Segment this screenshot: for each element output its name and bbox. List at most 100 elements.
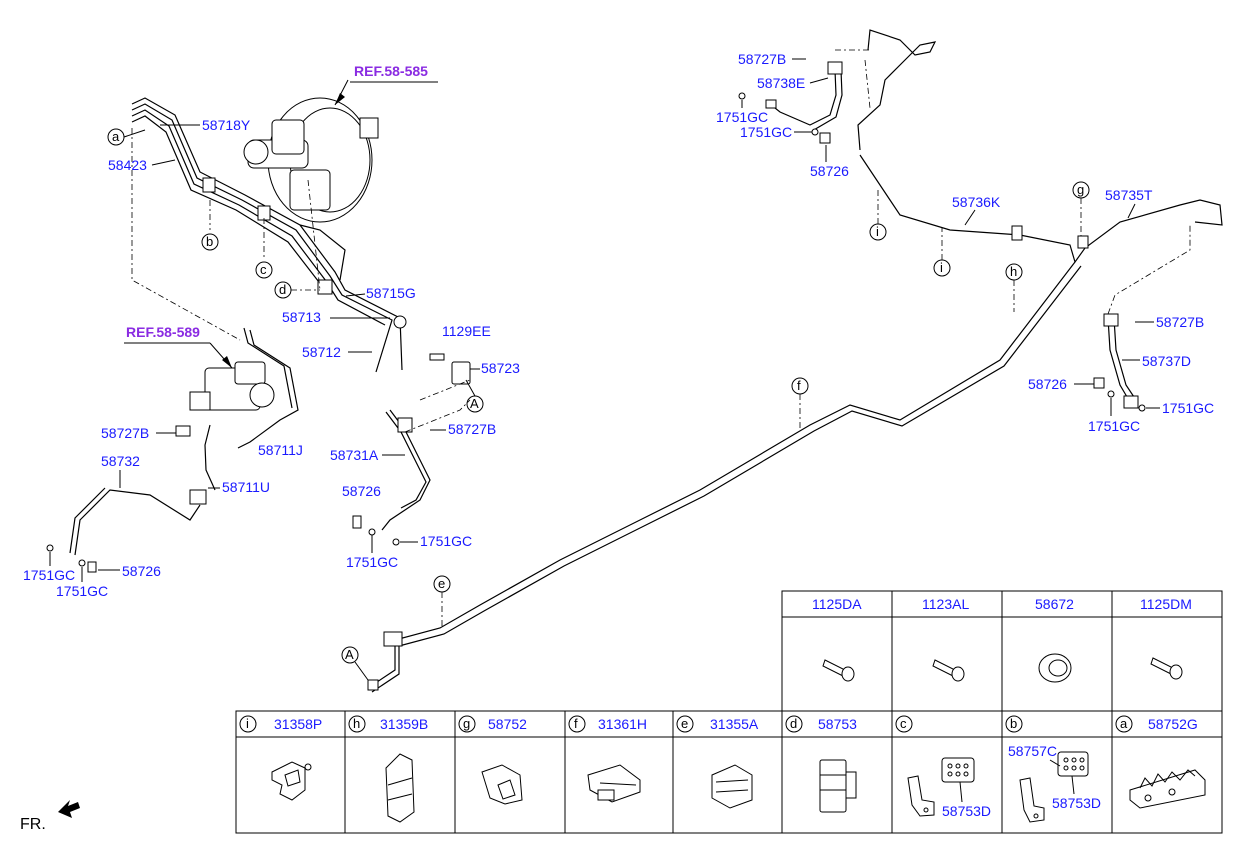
callout-d[interactable]: d (274, 281, 320, 299)
label-58732[interactable]: 58732 (101, 453, 140, 469)
front-direction-label: FR. (20, 816, 46, 833)
callout-c[interactable]: c (255, 261, 273, 279)
cell-header-b[interactable]: b (1005, 715, 1023, 733)
ref-58-589[interactable]: REF.58-589 (126, 324, 200, 340)
svg-text:e: e (681, 716, 688, 731)
clip-31361H-icon (587, 764, 641, 803)
label-1751GC-5[interactable]: 1751GC (716, 109, 768, 125)
ref-58-585[interactable]: REF.58-585 (354, 63, 428, 79)
cell-header-e[interactable]: e 31355A (676, 715, 759, 733)
bolt-icon (822, 659, 855, 682)
cell-header-h[interactable]: h 31359B (348, 715, 428, 733)
label-58711U[interactable]: 58711U (222, 479, 270, 495)
svg-text:58752: 58752 (488, 716, 527, 732)
part-code-1125DA[interactable]: 1125DA (812, 596, 862, 612)
bracket-c-icon (907, 775, 935, 817)
svg-text:31361H: 31361H (598, 716, 647, 732)
svg-text:31355A: 31355A (710, 716, 759, 732)
label-58738E[interactable]: 58738E (757, 75, 805, 91)
label-1129EE[interactable]: 1129EE (442, 323, 491, 339)
svg-text:h: h (353, 716, 360, 731)
label-58727B-3[interactable]: 58727B (738, 51, 786, 67)
label-58711J[interactable]: 58711J (258, 442, 303, 458)
callout-b[interactable]: b (201, 233, 219, 251)
clip-58752-icon (481, 764, 523, 805)
label-58753D-b[interactable]: 58753D (1052, 795, 1101, 811)
cell-header-g[interactable]: g 58752 (458, 715, 527, 733)
callout-i-2[interactable]: i (933, 228, 951, 277)
part-code-58672[interactable]: 58672 (1035, 596, 1074, 612)
label-58737D[interactable]: 58737D (1142, 353, 1191, 369)
label-1751GC-4[interactable]: 1751GC (56, 583, 108, 599)
svg-text:f: f (574, 716, 578, 731)
label-58727B-2[interactable]: 58727B (101, 425, 149, 441)
label-1751GC-8[interactable]: 1751GC (1088, 418, 1140, 434)
svg-text:A: A (470, 396, 479, 411)
svg-text:e: e (438, 576, 445, 591)
label-58736K[interactable]: 58736K (952, 194, 1001, 210)
label-1751GC-2[interactable]: 1751GC (346, 554, 398, 570)
clip-58753D-b-icon (1057, 751, 1089, 777)
label-58715G[interactable]: 58715G (366, 285, 416, 301)
brake-booster (243, 79, 379, 223)
cell-header-a[interactable]: a 58752G (1115, 715, 1198, 733)
clip-58753-icon (819, 759, 857, 813)
label-58726-1[interactable]: 58726 (342, 483, 381, 499)
label-1751GC-6[interactable]: 1751GC (740, 124, 792, 140)
callout-A-1[interactable]: A (465, 379, 484, 413)
callout-f[interactable]: f (791, 377, 809, 428)
label-58718Y[interactable]: 58718Y (202, 117, 251, 133)
svg-text:f: f (797, 378, 801, 393)
parts-table-top: 1125DA 1123AL 58672 1125DM (781, 590, 1223, 712)
label-58753D-c[interactable]: 58753D (942, 803, 991, 819)
clip-58753D-c-icon (941, 757, 975, 783)
bolt-icon (932, 659, 965, 682)
callout-i-1[interactable]: i (869, 190, 887, 241)
label-1751GC-7[interactable]: 1751GC (1162, 400, 1214, 416)
svg-text:g: g (1077, 182, 1084, 197)
svg-text:i: i (246, 716, 249, 731)
label-58726-3[interactable]: 58726 (810, 163, 849, 179)
parts-table-bottom: i 31358P h 31359B g 58752 f 31361H e 313… (235, 710, 1223, 834)
callout-e[interactable]: e (433, 575, 451, 628)
clip-31359B-icon (385, 753, 415, 823)
svg-text:31358P: 31358P (274, 716, 322, 732)
label-58726-4[interactable]: 58726 (1028, 376, 1067, 392)
bracket-b-icon (1019, 777, 1045, 823)
label-58423[interactable]: 58423 (108, 157, 147, 173)
clip-31358P-icon (271, 761, 312, 801)
svg-text:c: c (900, 716, 907, 731)
cell-header-f[interactable]: f 31361H (568, 715, 647, 733)
label-58727B-4[interactable]: 58727B (1156, 314, 1204, 330)
label-58723[interactable]: 58723 (481, 360, 520, 376)
front-pipe-bundle (131, 97, 407, 373)
svg-text:a: a (1120, 716, 1128, 731)
label-1751GC-1[interactable]: 1751GC (420, 533, 472, 549)
label-58731A[interactable]: 58731A (330, 447, 379, 463)
svg-text:b: b (206, 234, 213, 249)
label-58735T[interactable]: 58735T (1105, 187, 1153, 203)
grommet-icon (1038, 653, 1072, 683)
callout-a[interactable]: a (107, 128, 146, 146)
cell-header-i[interactable]: i 31358P (239, 715, 322, 733)
svg-text:b: b (1010, 716, 1017, 731)
svg-text:d: d (790, 716, 797, 731)
clip-58752G-icon (1129, 769, 1206, 809)
part-code-1125DM[interactable]: 1125DM (1140, 596, 1192, 612)
part-code-1123AL[interactable]: 1123AL (922, 596, 969, 612)
svg-text:i: i (940, 260, 943, 275)
callout-h[interactable]: h (1005, 263, 1023, 312)
label-58727B-1[interactable]: 58727B (448, 421, 496, 437)
clip-31355A-icon (711, 764, 753, 809)
callout-A-2[interactable]: A (341, 646, 369, 681)
label-58712[interactable]: 58712 (302, 344, 341, 360)
label-58726-2[interactable]: 58726 (122, 563, 161, 579)
label-1751GC-3[interactable]: 1751GC (23, 567, 75, 583)
label-58757C[interactable]: 58757C (1008, 743, 1057, 759)
svg-text:A: A (345, 647, 354, 662)
label-58713[interactable]: 58713 (282, 309, 321, 325)
cell-header-d[interactable]: d 58753 (785, 715, 857, 733)
callout-g[interactable]: g (1072, 181, 1090, 236)
cell-header-c[interactable]: c (895, 715, 913, 733)
